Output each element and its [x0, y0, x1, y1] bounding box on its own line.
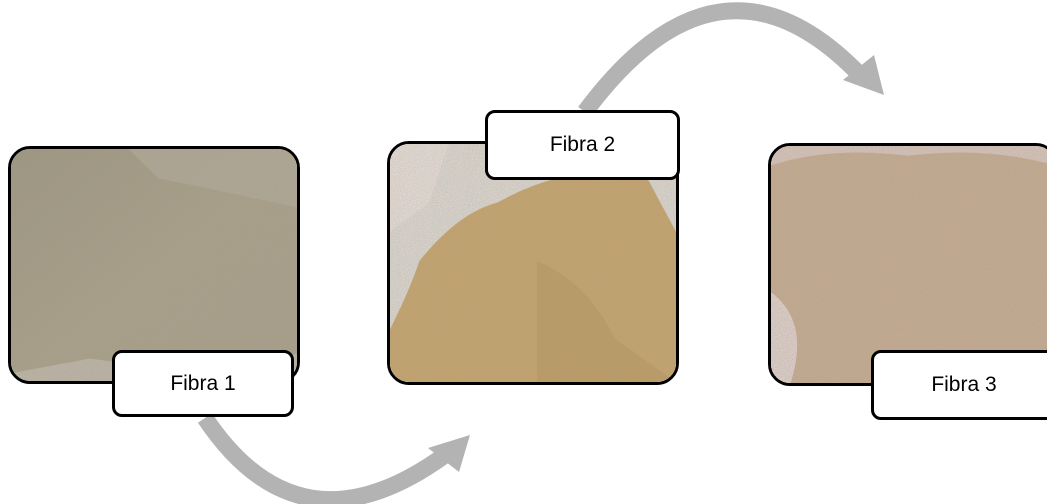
fibra-2-label-text: Fibra 2 [550, 133, 615, 157]
fibra-1-photo [8, 146, 300, 384]
arrow-fibra2-to-fibra3 [585, 11, 860, 112]
fibra-3-label-text: Fibra 3 [931, 373, 996, 397]
fibra-3-label: Fibra 3 [871, 350, 1047, 420]
fibra-1-label: Fibra 1 [112, 350, 294, 417]
arrow-fibra1-to-fibra2 [205, 418, 445, 500]
fibra-1-label-text: Fibra 1 [170, 372, 235, 396]
fibra-2-label: Fibra 2 [485, 110, 680, 180]
